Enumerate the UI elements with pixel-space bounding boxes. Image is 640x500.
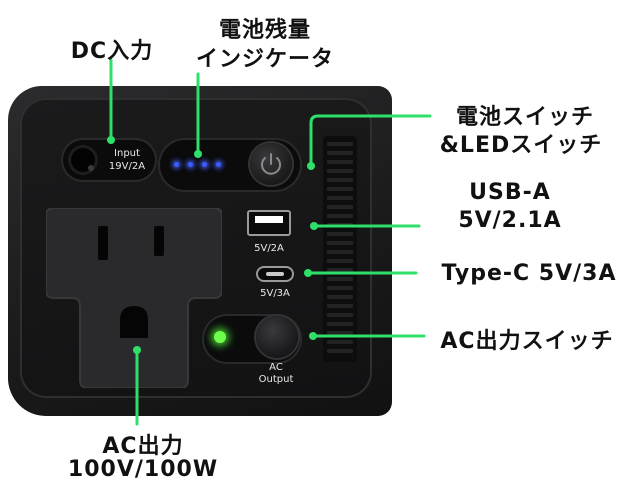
vent-slat — [327, 259, 353, 263]
usb-c-print: 5V/3A — [260, 288, 290, 299]
battery-led-2 — [188, 162, 193, 167]
dc-input-port: Input 19V/2A — [63, 140, 155, 180]
ac-print-2: Output — [258, 374, 294, 385]
ac-led — [214, 331, 226, 343]
vent-slat — [327, 250, 353, 254]
vent-slat — [327, 295, 353, 299]
vent-slat — [327, 214, 353, 218]
vent-slat — [327, 340, 353, 344]
usb-a-print: 5V/2A — [254, 243, 284, 254]
vent-slat — [327, 349, 353, 353]
vent-slat — [327, 313, 353, 317]
label-usb-a-1: USB-A — [469, 180, 551, 205]
label-usb-a-2: 5V/2.1A — [458, 208, 562, 233]
battery-led-3 — [202, 162, 207, 167]
dc-jack-icon — [71, 148, 95, 172]
vent-slat — [327, 304, 353, 308]
vent-slat — [327, 286, 353, 290]
label-battery-indicator-2: インジケータ — [195, 47, 334, 72]
power-icon — [261, 153, 281, 175]
dc-input-print-2: 19V/2A — [108, 161, 146, 172]
vent-slat — [327, 142, 353, 146]
ac-outlet — [46, 208, 222, 388]
vent-slat — [327, 277, 353, 281]
battery-power-button — [250, 143, 292, 185]
vent-slat — [327, 178, 353, 182]
label-ac-switch: AC出力スイッチ — [440, 329, 614, 354]
vent-grille — [323, 136, 357, 362]
ac-output-button — [256, 316, 298, 358]
callout-line-switch — [309, 114, 432, 168]
vent-slat — [327, 187, 353, 191]
label-ac-output-2: 100V/100W — [67, 457, 219, 482]
vent-slat — [327, 232, 353, 236]
label-battery-switch-1: 電池スイッチ — [455, 105, 594, 130]
vent-slat — [327, 169, 353, 173]
vent-slat — [327, 331, 353, 335]
battery-led-1 — [174, 162, 179, 167]
ac-print-1: AC — [269, 362, 283, 373]
vent-slat — [327, 241, 353, 245]
label-dc-input: DC入力 — [70, 39, 154, 64]
vent-slat — [327, 322, 353, 326]
ac-socket-icon — [46, 208, 222, 388]
vent-slat — [327, 268, 353, 272]
label-ac-output-1: AC出力 — [102, 434, 184, 459]
vent-slat — [327, 205, 353, 209]
battery-led-4 — [216, 162, 221, 167]
label-type-c: Type-C 5V/3A — [441, 261, 617, 286]
usb-c-port — [256, 266, 294, 282]
vent-slat — [327, 151, 353, 155]
vent-slat — [327, 196, 353, 200]
usb-a-port — [247, 210, 291, 236]
dc-input-print-1: Input — [114, 148, 140, 159]
label-battery-switch-2: &LEDスイッチ — [439, 133, 603, 158]
label-battery-indicator-1: 電池残量 — [218, 18, 311, 43]
vent-slat — [327, 160, 353, 164]
